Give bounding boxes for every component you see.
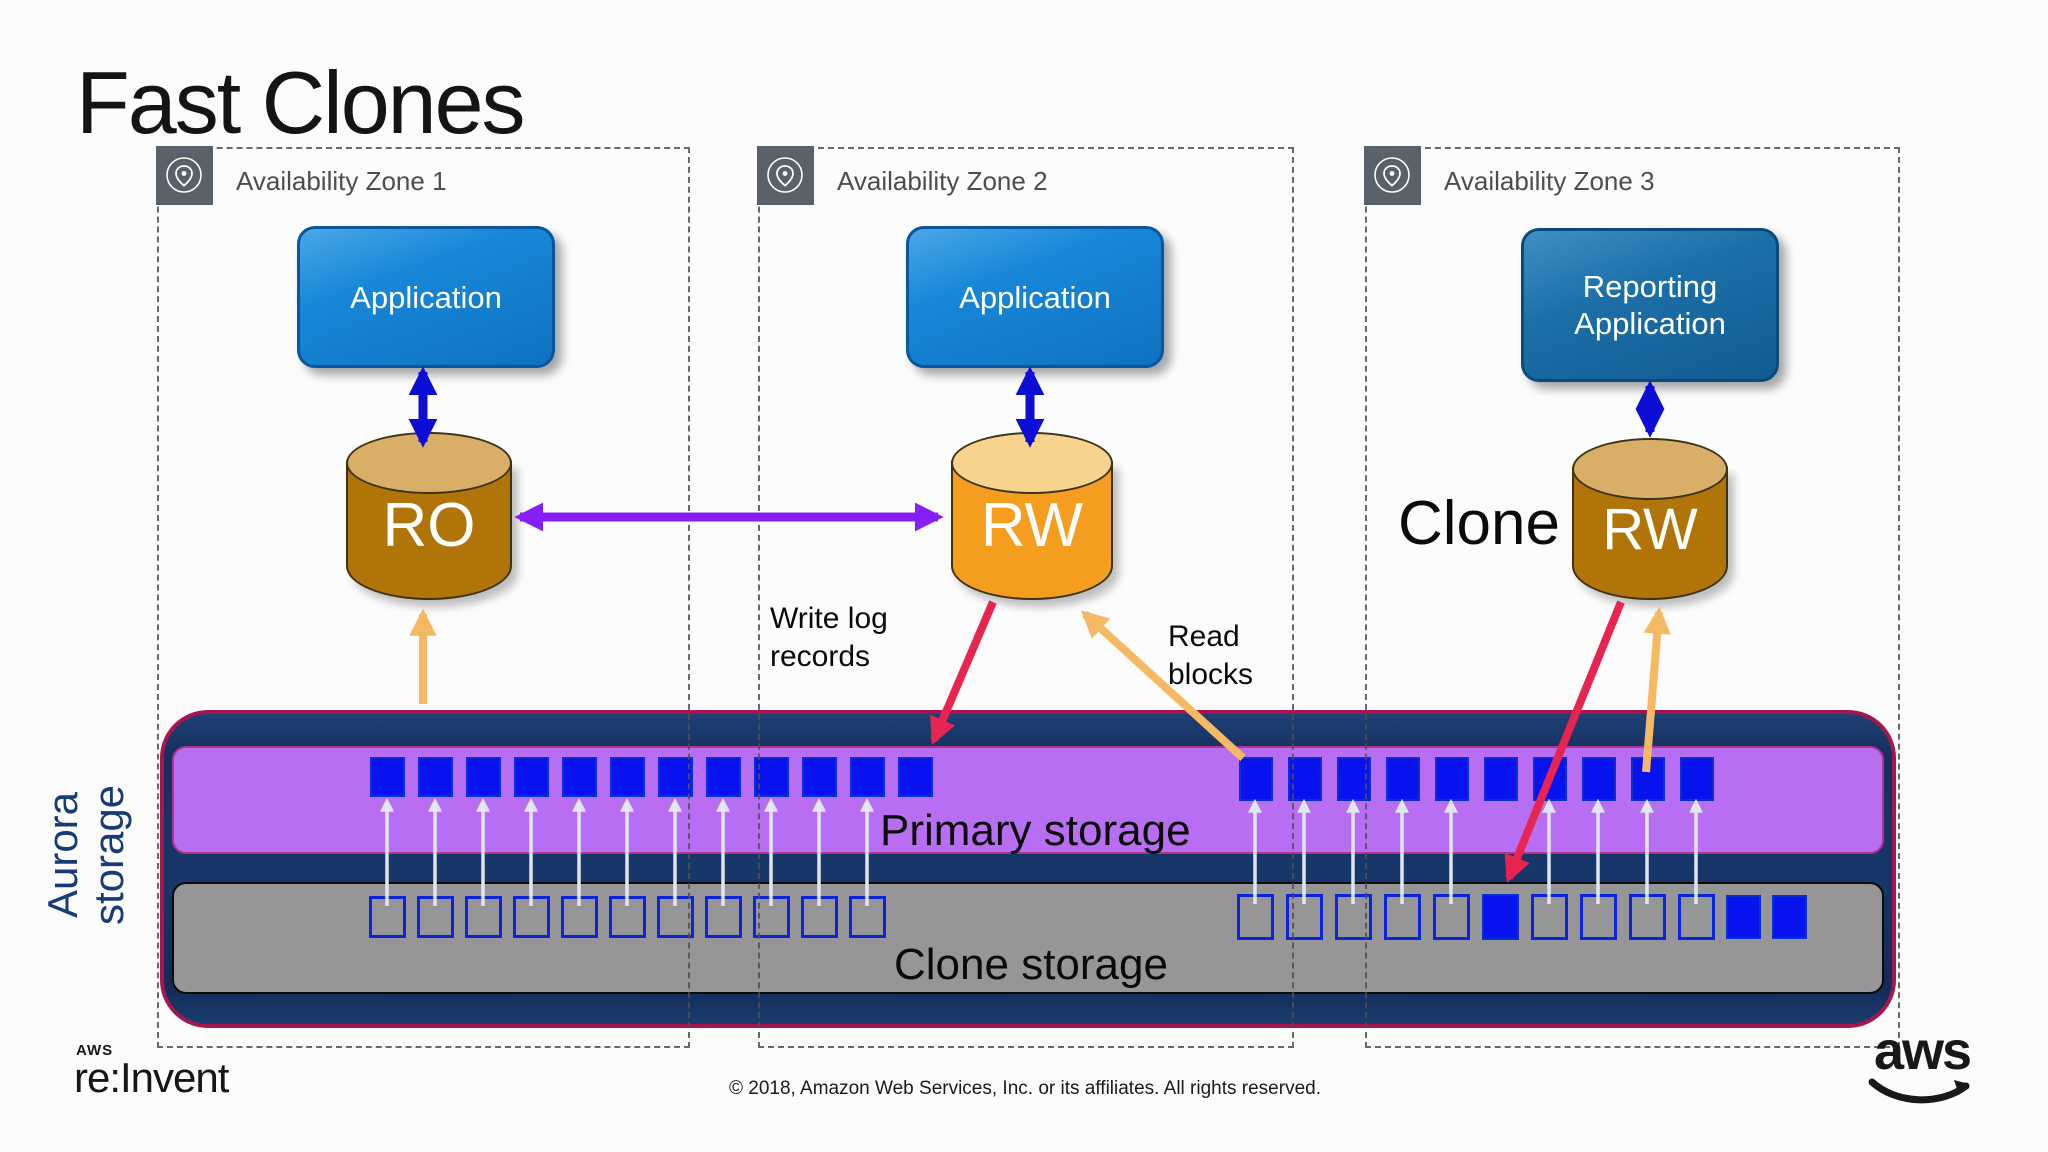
clone-block: [1384, 894, 1421, 940]
primary-block: [802, 757, 837, 797]
primary-block: [1337, 757, 1371, 801]
zone3-application-label: Reporting Application: [1574, 269, 1726, 341]
primary-block: [514, 757, 549, 797]
clone-block: [849, 896, 886, 938]
zone2-db-label: RW: [980, 491, 1084, 560]
primary-block: [1631, 757, 1665, 801]
zone2-label: Availability Zone 2: [837, 166, 1048, 196]
zone1-db-label: RO: [382, 491, 476, 560]
zone1-database-ro: RO: [346, 432, 512, 600]
primary-block: [1435, 757, 1469, 801]
primary-block: [898, 757, 933, 797]
reinvent-logo-aws-text: AWS: [76, 1042, 114, 1059]
location-pin-icon: [156, 146, 213, 205]
clone-db-prefix-label: Clone: [1398, 489, 1560, 558]
zone2-application-label: Application: [959, 279, 1111, 315]
primary-storage-label: Primary storage: [880, 806, 1191, 855]
clone-block: [561, 896, 598, 938]
clone-block: [705, 896, 742, 938]
clone-block: [801, 896, 838, 938]
aws-logo: aws: [1866, 1021, 1978, 1117]
primary-block: [1484, 757, 1518, 801]
aurora-storage-side-label: Aurora storage: [39, 784, 132, 926]
clone-block: [1531, 894, 1568, 940]
primary-block: [1582, 757, 1616, 801]
reinvent-logo-text: re:Invent: [74, 1054, 229, 1101]
zone3-db-label: RW: [1602, 497, 1698, 562]
primary-block: [1680, 757, 1714, 801]
clone-block: [1678, 894, 1715, 940]
clone-block: [1629, 894, 1666, 940]
zone1-application-box: Application: [297, 226, 555, 368]
copyright-text: © 2018, Amazon Web Services, Inc. or its…: [728, 1078, 1321, 1099]
zone3-label: Availability Zone 3: [1444, 166, 1655, 196]
clone-block: [753, 896, 790, 938]
primary-block: [1533, 757, 1567, 801]
zone1-label: Availability Zone 1: [236, 166, 447, 196]
write-log-records-note: Write log records: [770, 602, 888, 673]
primary-block: [754, 757, 789, 797]
primary-block: [1239, 757, 1273, 801]
clone-block: [1335, 894, 1372, 940]
clone-block: [417, 896, 454, 938]
clone-block-new: [1726, 895, 1761, 939]
zone2-database-rw: RW: [951, 432, 1113, 600]
clone-block-new: [1772, 895, 1807, 939]
clone-block: [609, 896, 646, 938]
clone-block: [513, 896, 550, 938]
clone-block: [369, 896, 406, 938]
zone2-application-box: Application: [906, 226, 1164, 368]
location-pin-icon: [757, 146, 814, 205]
primary-block: [466, 757, 501, 797]
reinvent-logo: AWS re:Invent: [74, 1042, 229, 1099]
primary-block: [658, 757, 693, 797]
primary-block: [370, 757, 405, 797]
clone-block: [657, 896, 694, 938]
primary-block: [850, 757, 885, 797]
aws-logo-text: aws: [1873, 1021, 1972, 1081]
clone-block: [1580, 894, 1617, 940]
clone-storage-label: Clone storage: [894, 940, 1168, 989]
clone-block: [1433, 894, 1470, 940]
location-pin-icon: [1364, 146, 1421, 205]
zone3-database-clone-rw: RW: [1572, 438, 1728, 600]
zone1-application-label: Application: [350, 279, 502, 315]
clone-block-copied: [1482, 894, 1519, 940]
primary-block: [418, 757, 453, 797]
page-title: Fast Clones: [76, 53, 526, 152]
clone-block: [1237, 894, 1274, 940]
primary-block: [1386, 757, 1420, 801]
read-blocks-note: Read blocks: [1168, 620, 1254, 691]
primary-block: [610, 757, 645, 797]
primary-block: [562, 757, 597, 797]
aws-smile-icon: [1868, 1078, 1970, 1104]
primary-block: [706, 757, 741, 797]
primary-block: [1288, 757, 1322, 801]
zone3-reporting-application-box: Reporting Application: [1521, 228, 1779, 382]
clone-block: [465, 896, 502, 938]
clone-block: [1286, 894, 1323, 940]
